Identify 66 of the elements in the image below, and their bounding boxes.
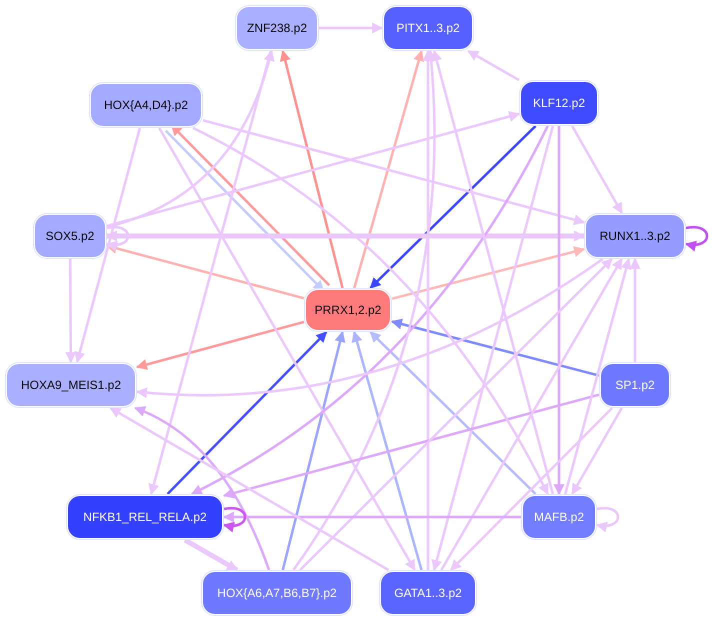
arrow [554, 126, 564, 496]
gene-node [202, 571, 352, 615]
node-label: HOX{A4,D4}.p2 [104, 98, 188, 112]
node-label: MAFB.p2 [534, 510, 584, 524]
gene-node [522, 495, 596, 539]
arrow [110, 406, 390, 572]
arrow [202, 119, 586, 226]
arrow [450, 407, 613, 571]
arrow [353, 50, 424, 288]
arrow [222, 506, 246, 532]
arrow [596, 506, 620, 532]
gene-node [236, 6, 318, 50]
arrow [222, 512, 521, 522]
arrow [352, 330, 423, 570]
arrow [74, 128, 142, 364]
arrow [319, 22, 384, 34]
arrow [467, 50, 520, 82]
node-label: NFKB1_REL_RELA.p2 [83, 510, 207, 524]
arrow [292, 50, 436, 571]
arrow [158, 127, 416, 571]
gene-node [600, 363, 670, 407]
arrow [370, 125, 536, 289]
arrow [280, 50, 344, 288]
node-label: RUNX1..3.p2 [600, 229, 670, 243]
arrow [106, 230, 586, 242]
arrow [431, 50, 554, 494]
gene-node [6, 363, 136, 407]
node-label: ZNF238.p2 [246, 21, 308, 35]
arrow [564, 258, 632, 494]
arrow [571, 125, 623, 214]
gene-node [520, 81, 598, 125]
arrow [630, 258, 640, 362]
node-label: SOX5.p2 [46, 229, 94, 243]
arrow [440, 258, 623, 571]
node-label: PRRX1,2.p2 [314, 303, 382, 317]
arrow [370, 331, 536, 495]
node-label: SP1.p2 [615, 378, 655, 392]
gene-node [383, 6, 473, 50]
arrow [166, 331, 328, 495]
arrow [390, 318, 600, 377]
arrow [148, 50, 272, 496]
node-label: PITX1..3.p2 [396, 21, 460, 35]
node-label: HOXA9_MEIS1.p2 [20, 378, 122, 392]
gene-node [67, 495, 223, 539]
arrow [299, 258, 613, 571]
arrow [134, 406, 270, 570]
arrow [184, 538, 238, 572]
gene-node [585, 214, 685, 258]
arrow [282, 330, 346, 570]
arrow [684, 226, 708, 251]
gene-node [305, 289, 391, 331]
gene-node [380, 571, 476, 615]
arrow [136, 258, 604, 398]
arrow [65, 259, 76, 364]
arrow [136, 320, 304, 370]
node-label: KLF12.p2 [532, 96, 586, 110]
arrow [106, 111, 520, 228]
node-label: GATA1..3.p2 [394, 586, 462, 600]
node-label: HOX{A6,A7,B6,B7}.p2 [217, 586, 337, 600]
gene-node [90, 83, 202, 127]
arrow [392, 246, 586, 300]
arrow [222, 394, 600, 498]
arrow [571, 407, 623, 495]
gene-node [34, 214, 106, 258]
arrow [106, 226, 130, 251]
arrow [431, 126, 554, 572]
